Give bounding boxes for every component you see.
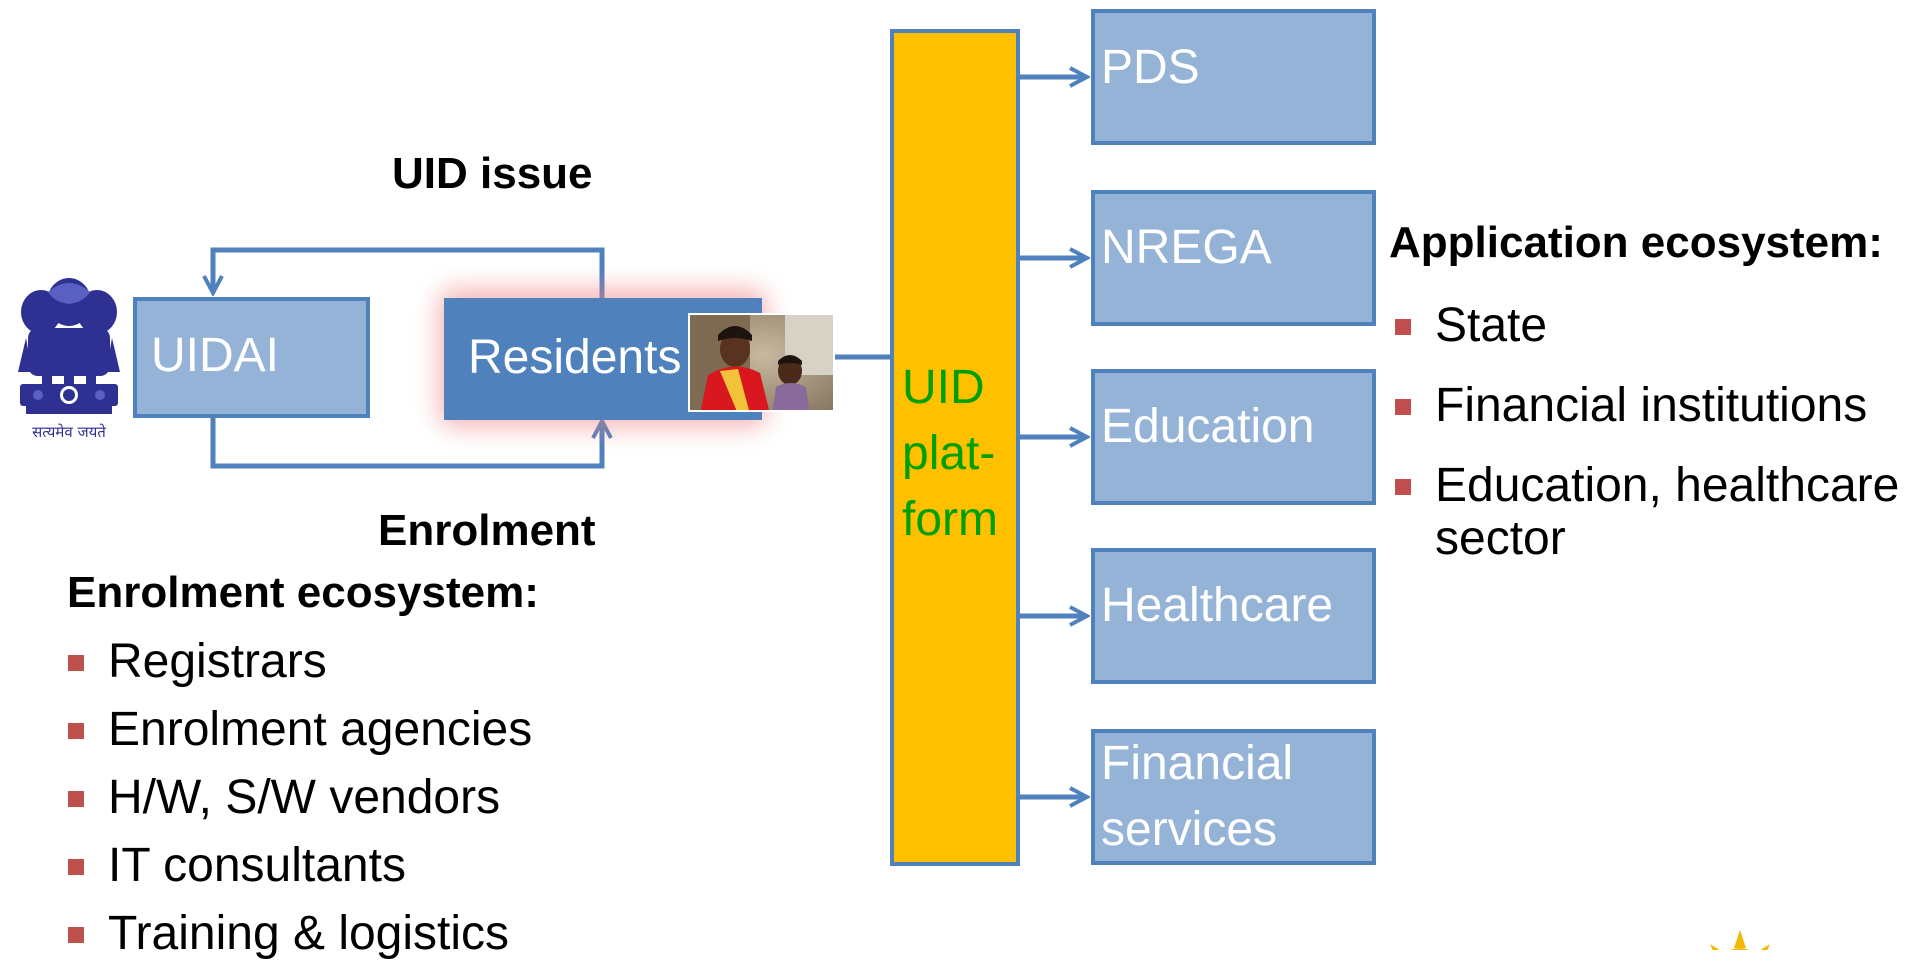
list-item: IT consultants [66,832,532,900]
uid-issue-label: UID issue [392,149,593,198]
bullet-marker [68,723,84,739]
enrolment-ecosystem-heading: Enrolment ecosystem: [67,568,539,617]
bullet-marker [1395,399,1411,415]
uid-platform-label: UID plat- form [902,361,998,546]
residents-photo [688,313,835,412]
bullet-marker [68,791,84,807]
service-box-education: Education [1091,369,1376,505]
list-item: Registrars [66,628,532,696]
list-item: Training & logistics [66,900,532,968]
uid-platform: UID plat- form [890,29,1020,866]
residents-label: Residents [468,331,682,384]
emblem-motto: सत्यमेव जयते [32,423,106,441]
bullet-marker [68,927,84,943]
enrolment-connector [210,418,602,469]
list-item: Enrolment agencies [66,696,532,764]
service-box-pds: PDS [1091,9,1376,145]
service-box-healthcare: Healthcare [1091,548,1376,684]
application-ecosystem-heading: Application ecosystem: [1389,218,1883,267]
list-item: State [1393,286,1899,366]
enrolment-ecosystem-list: Registrars Enrolment agencies H/W, S/W v… [66,628,532,968]
uidai-box: UIDAI [133,297,370,418]
uid-issue-connector [213,247,605,298]
enrolment-label: Enrolment [378,506,596,555]
sun-logo-icon [1680,930,1800,950]
bullet-marker [68,859,84,875]
service-box-financial-services: Financial services [1091,729,1376,865]
uidai-label: UIDAI [151,329,280,382]
list-item: H/W, S/W vendors [66,764,532,832]
national-emblem-icon [8,272,130,448]
bullet-marker [1395,479,1411,495]
bullet-marker [68,655,84,671]
service-box-nrega: NREGA [1091,190,1376,326]
bullet-marker [1395,319,1411,335]
list-item: Financial institutions [1393,366,1899,446]
application-ecosystem-list: State Financial institutions Education, … [1393,286,1899,563]
